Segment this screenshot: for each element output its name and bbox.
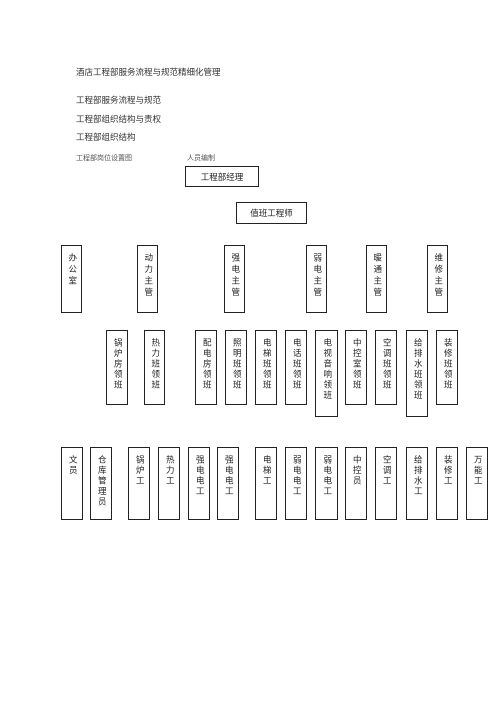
supervisor-box: 强电主管 (224, 245, 245, 313)
staff-box: 万能工 (466, 447, 488, 520)
team-leader-box: 电话班领班 (285, 330, 307, 405)
document-title: 酒店工程部服务流程与规范精细化管理 (76, 68, 221, 78)
staff-label: 弱电电工 (291, 455, 302, 497)
team-leader-box: 热力班领班 (144, 330, 165, 405)
supervisor-label: 办公室 (66, 253, 77, 288)
supervisor-label: 动力主管 (142, 253, 153, 299)
staff-box: 强电电工 (188, 447, 210, 520)
team-leader-box: 电梯班领班 (255, 330, 277, 405)
team-leader-box: 中控室领班 (345, 330, 367, 405)
team-leader-label: 装修班领班 (442, 338, 453, 391)
staff-label: 强电电工 (194, 455, 205, 497)
team-leader-label: 电视音响领班 (321, 338, 332, 401)
team-leader-label: 给排水班领班 (412, 338, 423, 401)
supervisor-box: 维修主管 (427, 245, 448, 313)
staff-box: 锅炉工 (128, 447, 150, 520)
staff-box: 空调工 (375, 447, 397, 520)
heading-service-process: 工程部服务流程与规范 (76, 96, 162, 106)
staff-label: 万能工 (472, 455, 483, 487)
caption-position-chart: 工程部岗位设置图 (76, 154, 132, 162)
supervisor-label: 维修主管 (432, 253, 443, 299)
manager-label: 工程部经理 (200, 172, 244, 183)
team-leader-label: 热力班领班 (149, 338, 160, 391)
staff-box: 强电电工 (217, 447, 239, 520)
staff-label: 中控员 (351, 455, 362, 487)
staff-box: 给排水工 (406, 447, 428, 520)
team-leader-label: 中控室领班 (351, 338, 362, 391)
staff-label: 热力工 (164, 455, 175, 487)
team-leader-label: 锅炉房领班 (112, 338, 123, 391)
supervisor-box: 动力主管 (137, 245, 158, 313)
staff-label: 锅炉工 (134, 455, 145, 487)
staff-label: 空调工 (381, 455, 392, 487)
team-leader-label: 电梯班领班 (261, 338, 272, 391)
supervisor-box: 暖通主管 (366, 245, 387, 313)
team-leader-box: 配电房领班 (195, 330, 217, 405)
staff-label: 强电电工 (223, 455, 234, 497)
staff-label: 仓库管理员 (96, 455, 107, 508)
team-leader-box: 装修班领班 (436, 330, 458, 405)
team-leader-box: 空调班领班 (375, 330, 397, 405)
staff-label: 给排水工 (412, 455, 423, 497)
heading-org-structure: 工程部组织结构 (76, 133, 136, 143)
manager-box: 工程部经理 (185, 166, 259, 187)
staff-box: 电梯工 (255, 447, 277, 520)
staff-box: 装修工 (436, 447, 458, 520)
staff-label: 弱电电工 (321, 455, 332, 497)
duty-engineer-box: 值班工程师 (236, 202, 307, 224)
team-leader-label: 照明班领班 (231, 338, 242, 391)
heading-structure-responsibility: 工程部组织结构与责权 (76, 115, 162, 125)
staff-box: 弱电电工 (315, 447, 338, 520)
staff-box: 中控员 (345, 447, 367, 520)
team-leader-box: 给排水班领班 (406, 330, 428, 417)
team-leader-box: 电视音响领班 (315, 330, 338, 417)
staff-box: 热力工 (158, 447, 180, 520)
staff-box: 文员 (61, 447, 83, 520)
supervisor-label: 强电主管 (229, 253, 240, 299)
team-leader-label: 空调班领班 (381, 338, 392, 391)
staff-label: 装修工 (442, 455, 453, 487)
team-leader-box: 照明班领班 (225, 330, 247, 405)
team-leader-box: 锅炉房领班 (106, 330, 128, 405)
supervisor-label: 暖通主管 (371, 253, 382, 299)
staff-box: 弱电电工 (285, 447, 307, 520)
supervisor-label: 弱电主管 (311, 253, 322, 299)
staff-label: 文员 (67, 455, 78, 476)
caption-staffing: 人员编制 (187, 154, 215, 162)
team-leader-label: 电话班领班 (291, 338, 302, 391)
staff-label: 电梯工 (261, 455, 272, 487)
staff-box: 仓库管理员 (90, 447, 112, 520)
duty-engineer-label: 值班工程师 (250, 209, 293, 219)
team-leader-label: 配电房领班 (201, 338, 212, 391)
supervisor-box: 办公室 (61, 245, 82, 313)
supervisor-box: 弱电主管 (306, 245, 327, 313)
